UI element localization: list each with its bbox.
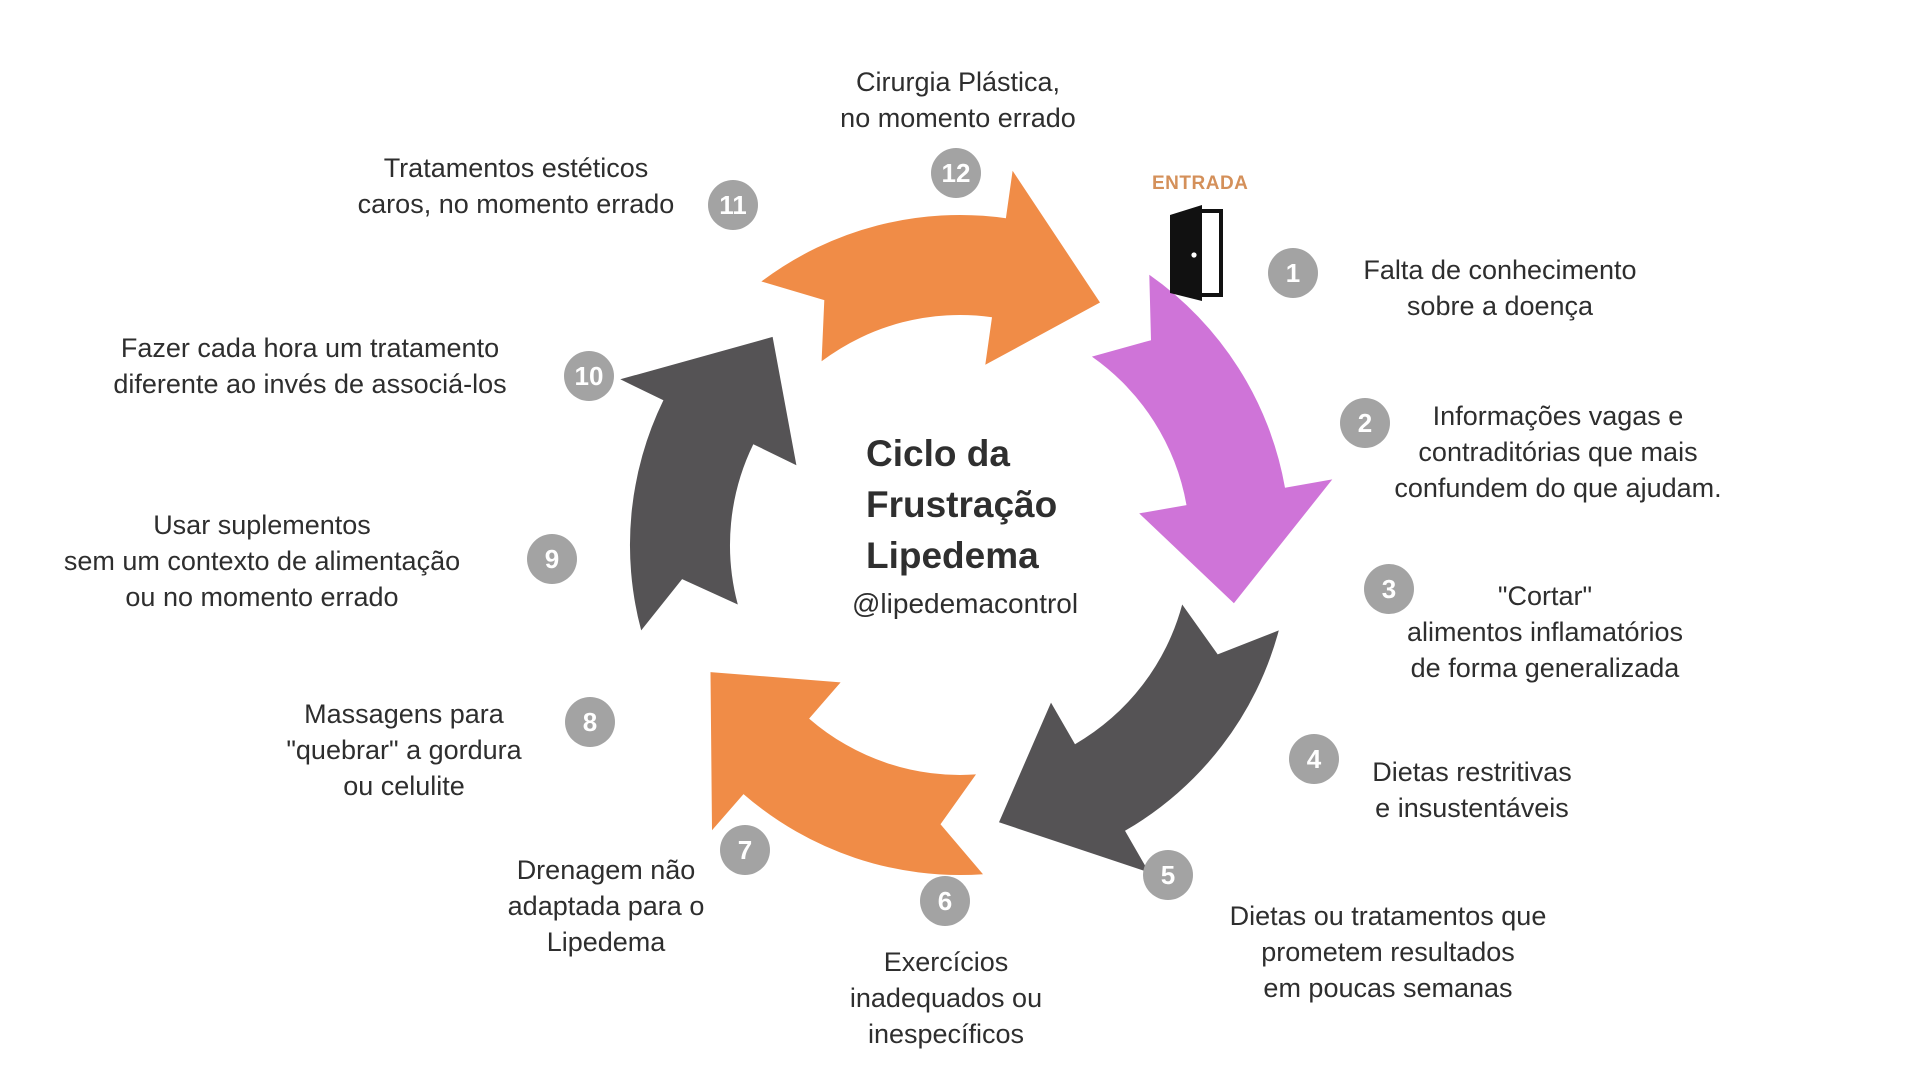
arrow-left [620, 336, 797, 631]
step-label-line: Dietas ou tratamentos que [1229, 901, 1547, 931]
step-number-badge-9: 9 [527, 534, 577, 584]
step-number-badge-2: 2 [1340, 398, 1390, 448]
step-label-line: Massagens para [304, 699, 504, 729]
step-label-12: Cirurgia Plástica, no momento errado [840, 64, 1076, 136]
step-number-badge-8: 8 [565, 697, 615, 747]
step-label-3: "Cortar" alimentos inflamatórios de forma … [1407, 578, 1683, 686]
step-label-line: Tratamentos estéticos [383, 153, 649, 183]
step-number-badge-6: 6 [920, 876, 970, 926]
step-label-line: Fazer cada hora um tratamento [120, 333, 500, 363]
step-number-badge-3: 3 [1364, 564, 1414, 614]
step-label-line: diferente ao invés de associá-los [113, 369, 507, 399]
step-label-line: inadequados ou [849, 983, 1043, 1013]
step-label-line: caros, no momento errado [357, 189, 675, 219]
step-number-badge-10: 10 [564, 351, 614, 401]
step-label-line: sobre a doença [1406, 291, 1594, 321]
step-label-line: inespecíficos [867, 1019, 1025, 1049]
step-number-badge-4: 4 [1289, 734, 1339, 784]
step-label-2: Informações vagas e contraditórias que ma… [1394, 398, 1721, 506]
step-label-line: adaptada para o [507, 891, 705, 921]
step-label-line: Exercícios [883, 947, 1009, 977]
step-label-line: alimentos inflamatórios [1406, 617, 1684, 647]
arrow-bottom-left [710, 672, 983, 876]
step-label-7: Drenagem não adaptada para o Lipedema [508, 852, 705, 960]
step-number-badge-7: 7 [720, 825, 770, 875]
step-label-line: e insustentáveis [1375, 793, 1569, 823]
arrow-right [1091, 274, 1333, 604]
step-label-line: Informações vagas e [1432, 401, 1684, 431]
step-number-badge-11: 11 [708, 180, 758, 230]
diagram-title: Ciclo da Frustração Lipedema [866, 428, 1057, 581]
step-label-line: sem um contexto de alimentação [63, 546, 461, 576]
step-label-4: Dietas restritivas e insustentáveis [1372, 754, 1572, 826]
step-label-10: Fazer cada hora um tratamento diferente a… [113, 330, 506, 402]
step-label-8: Massagens para "quebrar" a gordura ou celu… [286, 696, 521, 804]
step-label-line: Dietas restritivas [1372, 757, 1572, 787]
step-label-6: Exercícios inadequados ou inespecíficos [850, 944, 1042, 1052]
step-label-11: Tratamentos estéticos caros, no momento e… [358, 150, 675, 222]
step-number-badge-1: 1 [1268, 248, 1318, 298]
step-number-badge-12: 12 [931, 148, 981, 198]
step-label-line: confundem do que ajudam. [1394, 473, 1722, 503]
step-label-line: "quebrar" a gordura [286, 735, 522, 765]
step-label-1: Falta de conhecimento sobre a doença [1363, 252, 1636, 324]
step-label-line: em poucas semanas [1263, 973, 1513, 1003]
step-label-line: contraditórias que mais [1418, 437, 1698, 467]
step-label-line: Lipedema [546, 927, 666, 957]
arrow-bottom-right [999, 604, 1279, 873]
step-label-line: Falta de conhecimento [1363, 255, 1637, 285]
title-line: Lipedema [866, 535, 1039, 576]
door-icon [1170, 205, 1223, 301]
arrow-top [761, 170, 1100, 365]
step-label-line: Cirurgia Plástica, [855, 67, 1061, 97]
step-label-5: Dietas ou tratamentos que prometem result… [1230, 898, 1547, 1006]
step-label-line: prometem resultados [1261, 937, 1515, 967]
title-line: Ciclo da [866, 433, 1010, 474]
step-label-line: no momento errado [840, 103, 1076, 133]
step-label-line: de forma generalizada [1410, 653, 1680, 683]
step-label-line: ou no momento errado [125, 582, 399, 612]
title-line: Frustração [866, 484, 1058, 525]
step-label-line: ou celulite [343, 771, 465, 801]
entrance-label: ENTRADA [1152, 173, 1249, 194]
step-label-line: Usar suplementos [153, 510, 371, 540]
step-label-line: Drenagem não [516, 855, 696, 885]
author-handle: @lipedemacontrol [852, 588, 1079, 619]
step-label-line: "Cortar" [1497, 581, 1593, 611]
step-label-9: Usar suplementos sem um contexto de alime… [64, 507, 460, 615]
step-number-badge-5: 5 [1143, 850, 1193, 900]
